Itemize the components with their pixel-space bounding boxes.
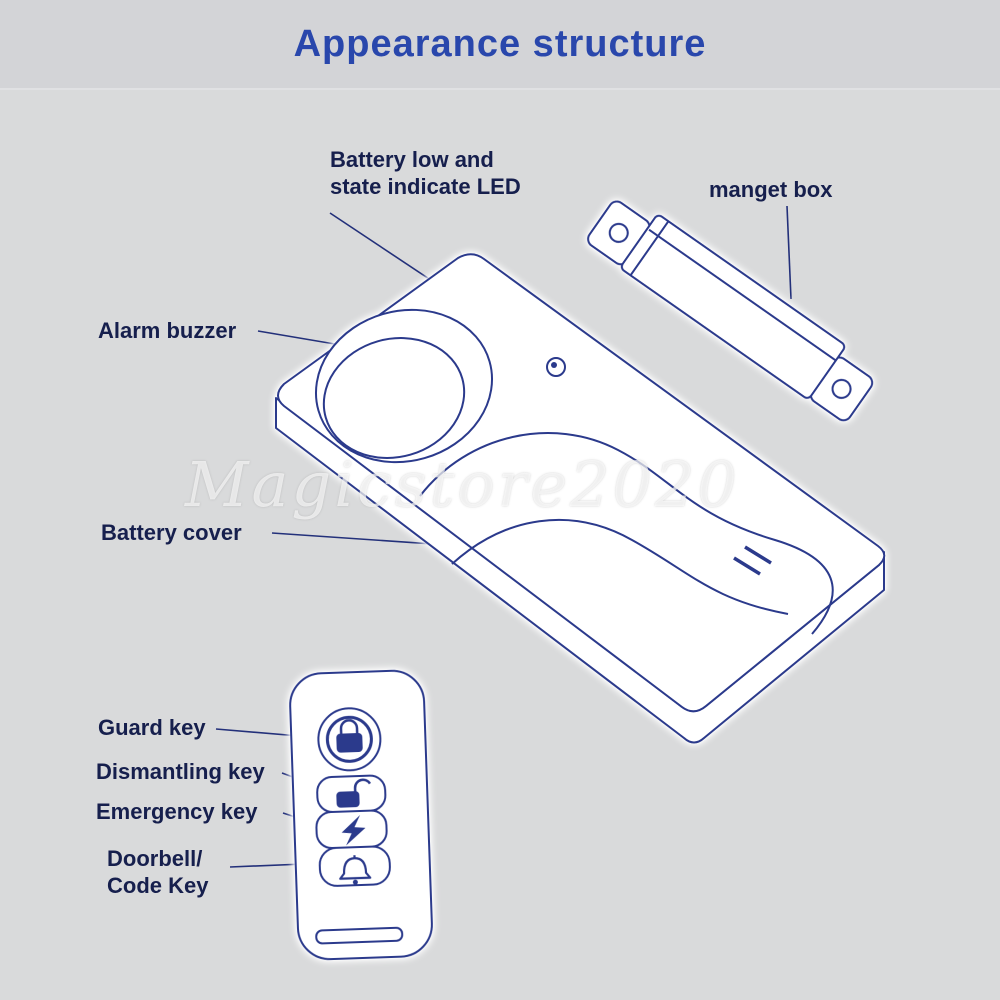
magnet-bar-end-edge — [630, 221, 669, 276]
remote-slot — [315, 926, 404, 945]
magnet-bar-top-edge — [648, 228, 836, 361]
lightning-icon — [341, 814, 366, 846]
lock-icon — [336, 719, 363, 753]
page-title: Appearance structure — [293, 22, 707, 65]
remote-control-drawing — [289, 669, 433, 961]
unlock-icon — [336, 778, 372, 808]
doorbell-button — [318, 845, 391, 887]
alarm-body-drawing — [275, 253, 886, 744]
label-alarm-buzzer: Alarm buzzer — [98, 318, 237, 343]
buzzer-dome — [322, 337, 466, 459]
leader-magnet-box — [786, 205, 792, 300]
grip-marks — [733, 545, 772, 576]
label-emergency-key: Emergency key — [96, 799, 258, 824]
label-battery-led: Battery low and state indicate LED — [330, 147, 521, 199]
title-bar: Appearance structure — [0, 0, 1000, 90]
label-battery-cover: Battery cover — [101, 520, 242, 545]
battery-cover-edge-2 — [451, 518, 789, 615]
led-dot — [551, 362, 557, 368]
bell-icon — [339, 855, 372, 885]
label-guard-key: Guard key — [98, 715, 206, 740]
screw-hole-left — [608, 222, 629, 243]
battery-cover-edge-1 — [419, 432, 834, 635]
screw-hole-right — [831, 378, 852, 399]
label-doorbell-code-key: Doorbell/ Code Key — [107, 846, 209, 898]
magnet-box-drawing — [587, 200, 874, 422]
magnet-bar — [620, 214, 846, 399]
label-magnet-box: manget box — [709, 177, 833, 202]
label-dismantling-key: Dismantling key — [96, 759, 265, 784]
